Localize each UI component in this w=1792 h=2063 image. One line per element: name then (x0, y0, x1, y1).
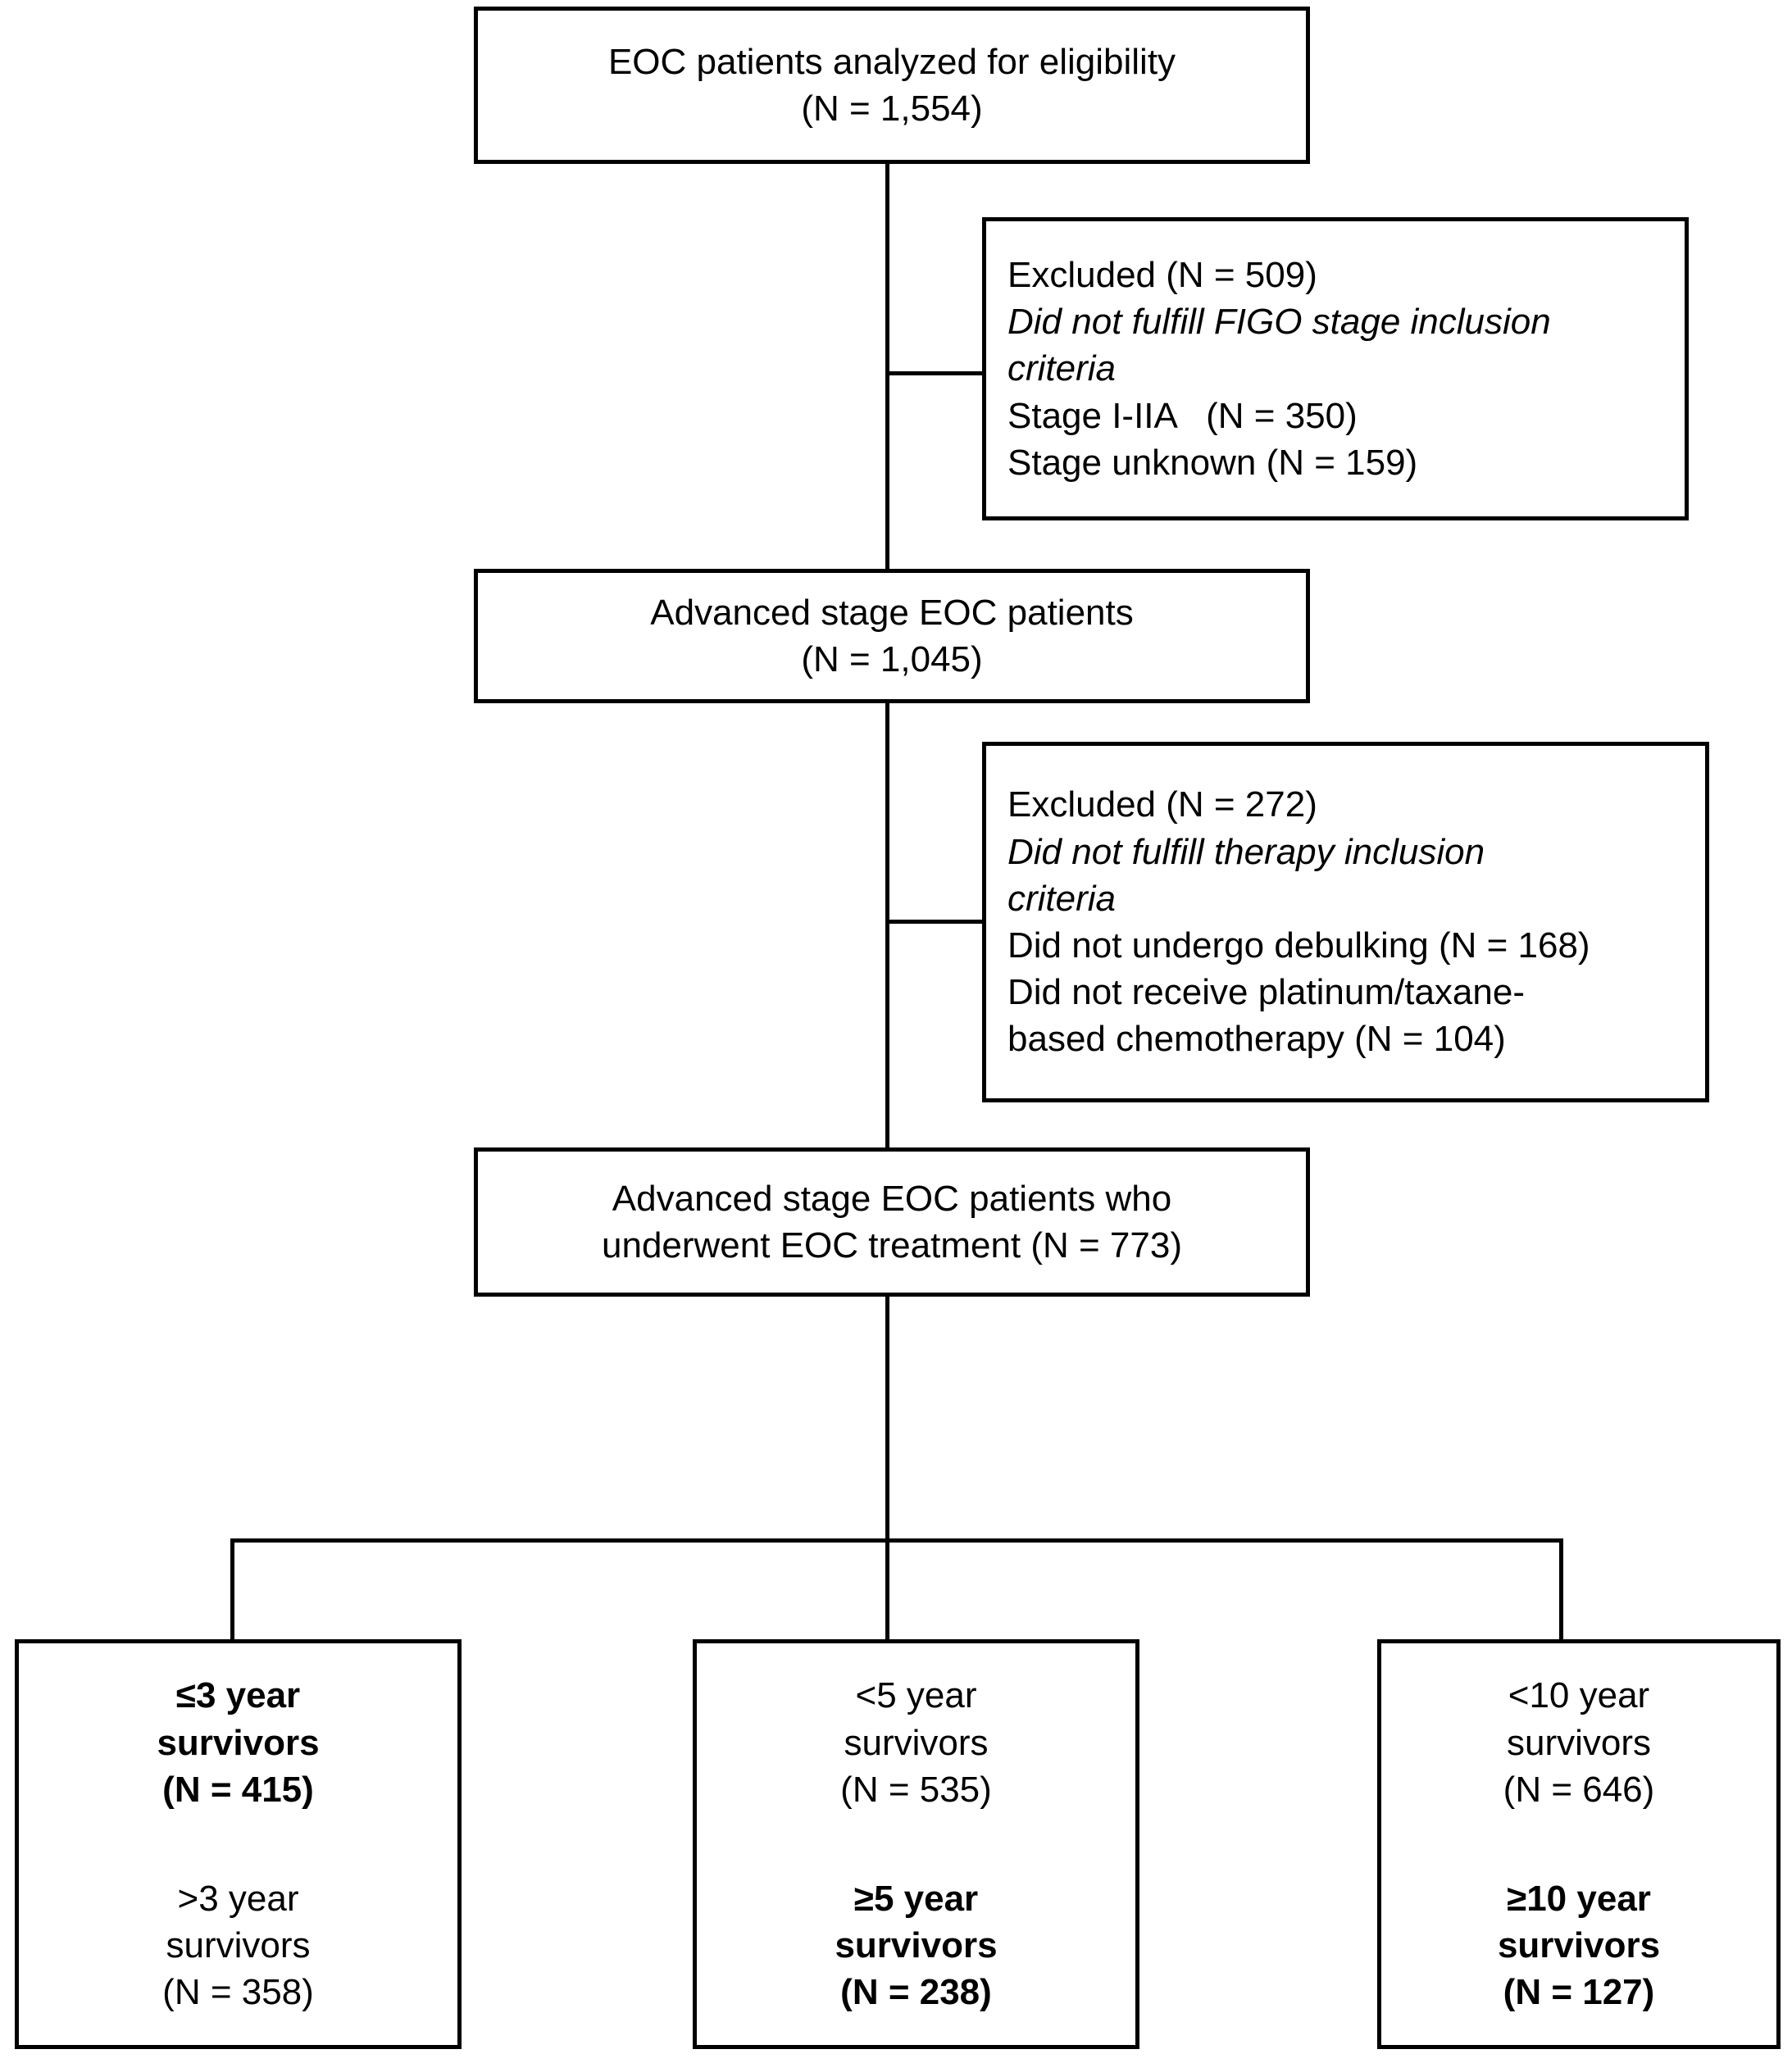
outcome-three-year-secondary-line1: >3 year (177, 1879, 299, 1919)
outcome-three-year-secondary: >3 year survivors (N = 358) (162, 1875, 314, 2016)
node-treated-line2: underwent EOC treatment (N = 773) (602, 1225, 1182, 1266)
outcome-three-year-primary: ≤3 year survivors (N = 415) (157, 1672, 319, 1813)
outcome-five-year-secondary-line1: ≥5 year (853, 1879, 979, 1919)
node-advanced-line1: Advanced stage EOC patients (650, 592, 1134, 633)
node-excluded-therapy: Excluded (N = 272) Did not fulfill thera… (982, 742, 1709, 1102)
outcome-three-year-primary-line3: (N = 415) (162, 1769, 314, 1810)
outcome-ten-year-secondary: ≥10 year survivors (N = 127) (1498, 1875, 1660, 2016)
outcome-five-year-secondary: ≥5 year survivors (N = 238) (835, 1875, 997, 2016)
excluded-therapy-criteria-line1: Did not fulfill therapy inclusion (1007, 831, 1485, 872)
outcome-box-five-year: <5 year survivors (N = 535) ≥5 year surv… (693, 1639, 1139, 2049)
outcome-five-year-secondary-line2: survivors (835, 1925, 998, 1966)
outcome-three-year-secondary-line2: survivors (166, 1925, 311, 1966)
connector-advanced-to-treated (885, 703, 889, 1149)
outcome-ten-year-secondary-line3: (N = 127) (1503, 1972, 1655, 2013)
excluded-stage-reason-1: Stage I-IIA (N = 350) (1007, 395, 1358, 436)
node-enrolled-line1: EOC patients analyzed for eligibility (607, 41, 1176, 82)
excluded-stage-criteria-line2: criteria (1007, 348, 1117, 389)
excluded-stage-criteria-line1: Did not fulfill FIGO stage inclusion (1007, 302, 1551, 343)
excluded-therapy-count: Excluded (N = 272) (1007, 784, 1317, 825)
outcome-ten-year-primary-line3: (N = 646) (1503, 1769, 1655, 1810)
outcome-three-year-primary-line1: ≤3 year (175, 1675, 301, 1716)
node-treated: Advanced stage EOC patients who underwen… (474, 1147, 1310, 1297)
outcome-box-three-year: ≤3 year survivors (N = 415) >3 year surv… (15, 1639, 462, 2049)
excluded-therapy-reason-2a: Did not receive platinum/taxane- (1007, 972, 1525, 1013)
branch-drop-right (1559, 1538, 1563, 1642)
node-advanced-line2: (N = 1,045) (801, 639, 983, 679)
node-excluded-stage: Excluded (N = 509) Did not fulfill FIGO … (982, 217, 1689, 520)
outcome-five-year-secondary-line3: (N = 238) (840, 1972, 992, 2013)
connector-to-excluded-therapy (885, 920, 985, 924)
outcome-five-year-primary-line1: <5 year (855, 1675, 977, 1716)
branch-bar (230, 1538, 1563, 1543)
outcome-ten-year-primary-line2: survivors (1506, 1722, 1651, 1763)
excluded-therapy-reason-2b: based chemotherapy (N = 104) (1007, 1019, 1506, 1060)
outcome-five-year-primary-line3: (N = 535) (840, 1769, 992, 1810)
outcome-five-year-primary-line2: survivors (844, 1722, 989, 1763)
node-treated-line1: Advanced stage EOC patients who (612, 1178, 1172, 1219)
branch-drop-center (885, 1538, 889, 1642)
connector-treated-to-branch (885, 1297, 889, 1543)
outcome-ten-year-secondary-line2: survivors (1497, 1925, 1661, 1966)
outcome-three-year-secondary-line3: (N = 358) (162, 1972, 314, 2013)
outcome-ten-year-primary: <10 year survivors (N = 646) (1503, 1672, 1655, 1813)
connector-enrolled-to-advanced (885, 164, 889, 570)
connector-to-excluded-stage (885, 371, 985, 375)
excluded-therapy-criteria-line2: criteria (1007, 878, 1117, 919)
branch-drop-left (230, 1538, 234, 1642)
excluded-therapy-reason-1: Did not undergo debulking (N = 168) (1007, 925, 1590, 966)
node-enrolled-line2: (N = 1,554) (801, 89, 983, 129)
excluded-stage-reason-2: Stage unknown (N = 159) (1007, 442, 1418, 483)
outcome-three-year-primary-line2: survivors (157, 1722, 320, 1763)
node-enrolled: EOC patients analyzed for eligibility (N… (474, 7, 1310, 164)
excluded-stage-count: Excluded (N = 509) (1007, 255, 1317, 296)
outcome-box-ten-year: <10 year survivors (N = 646) ≥10 year su… (1377, 1639, 1781, 2049)
node-advanced: Advanced stage EOC patients (N = 1,045) (474, 569, 1310, 703)
outcome-five-year-primary: <5 year survivors (N = 535) (840, 1672, 992, 1813)
outcome-ten-year-secondary-line1: ≥10 year (1507, 1879, 1651, 1919)
outcome-ten-year-primary-line1: <10 year (1508, 1675, 1650, 1716)
